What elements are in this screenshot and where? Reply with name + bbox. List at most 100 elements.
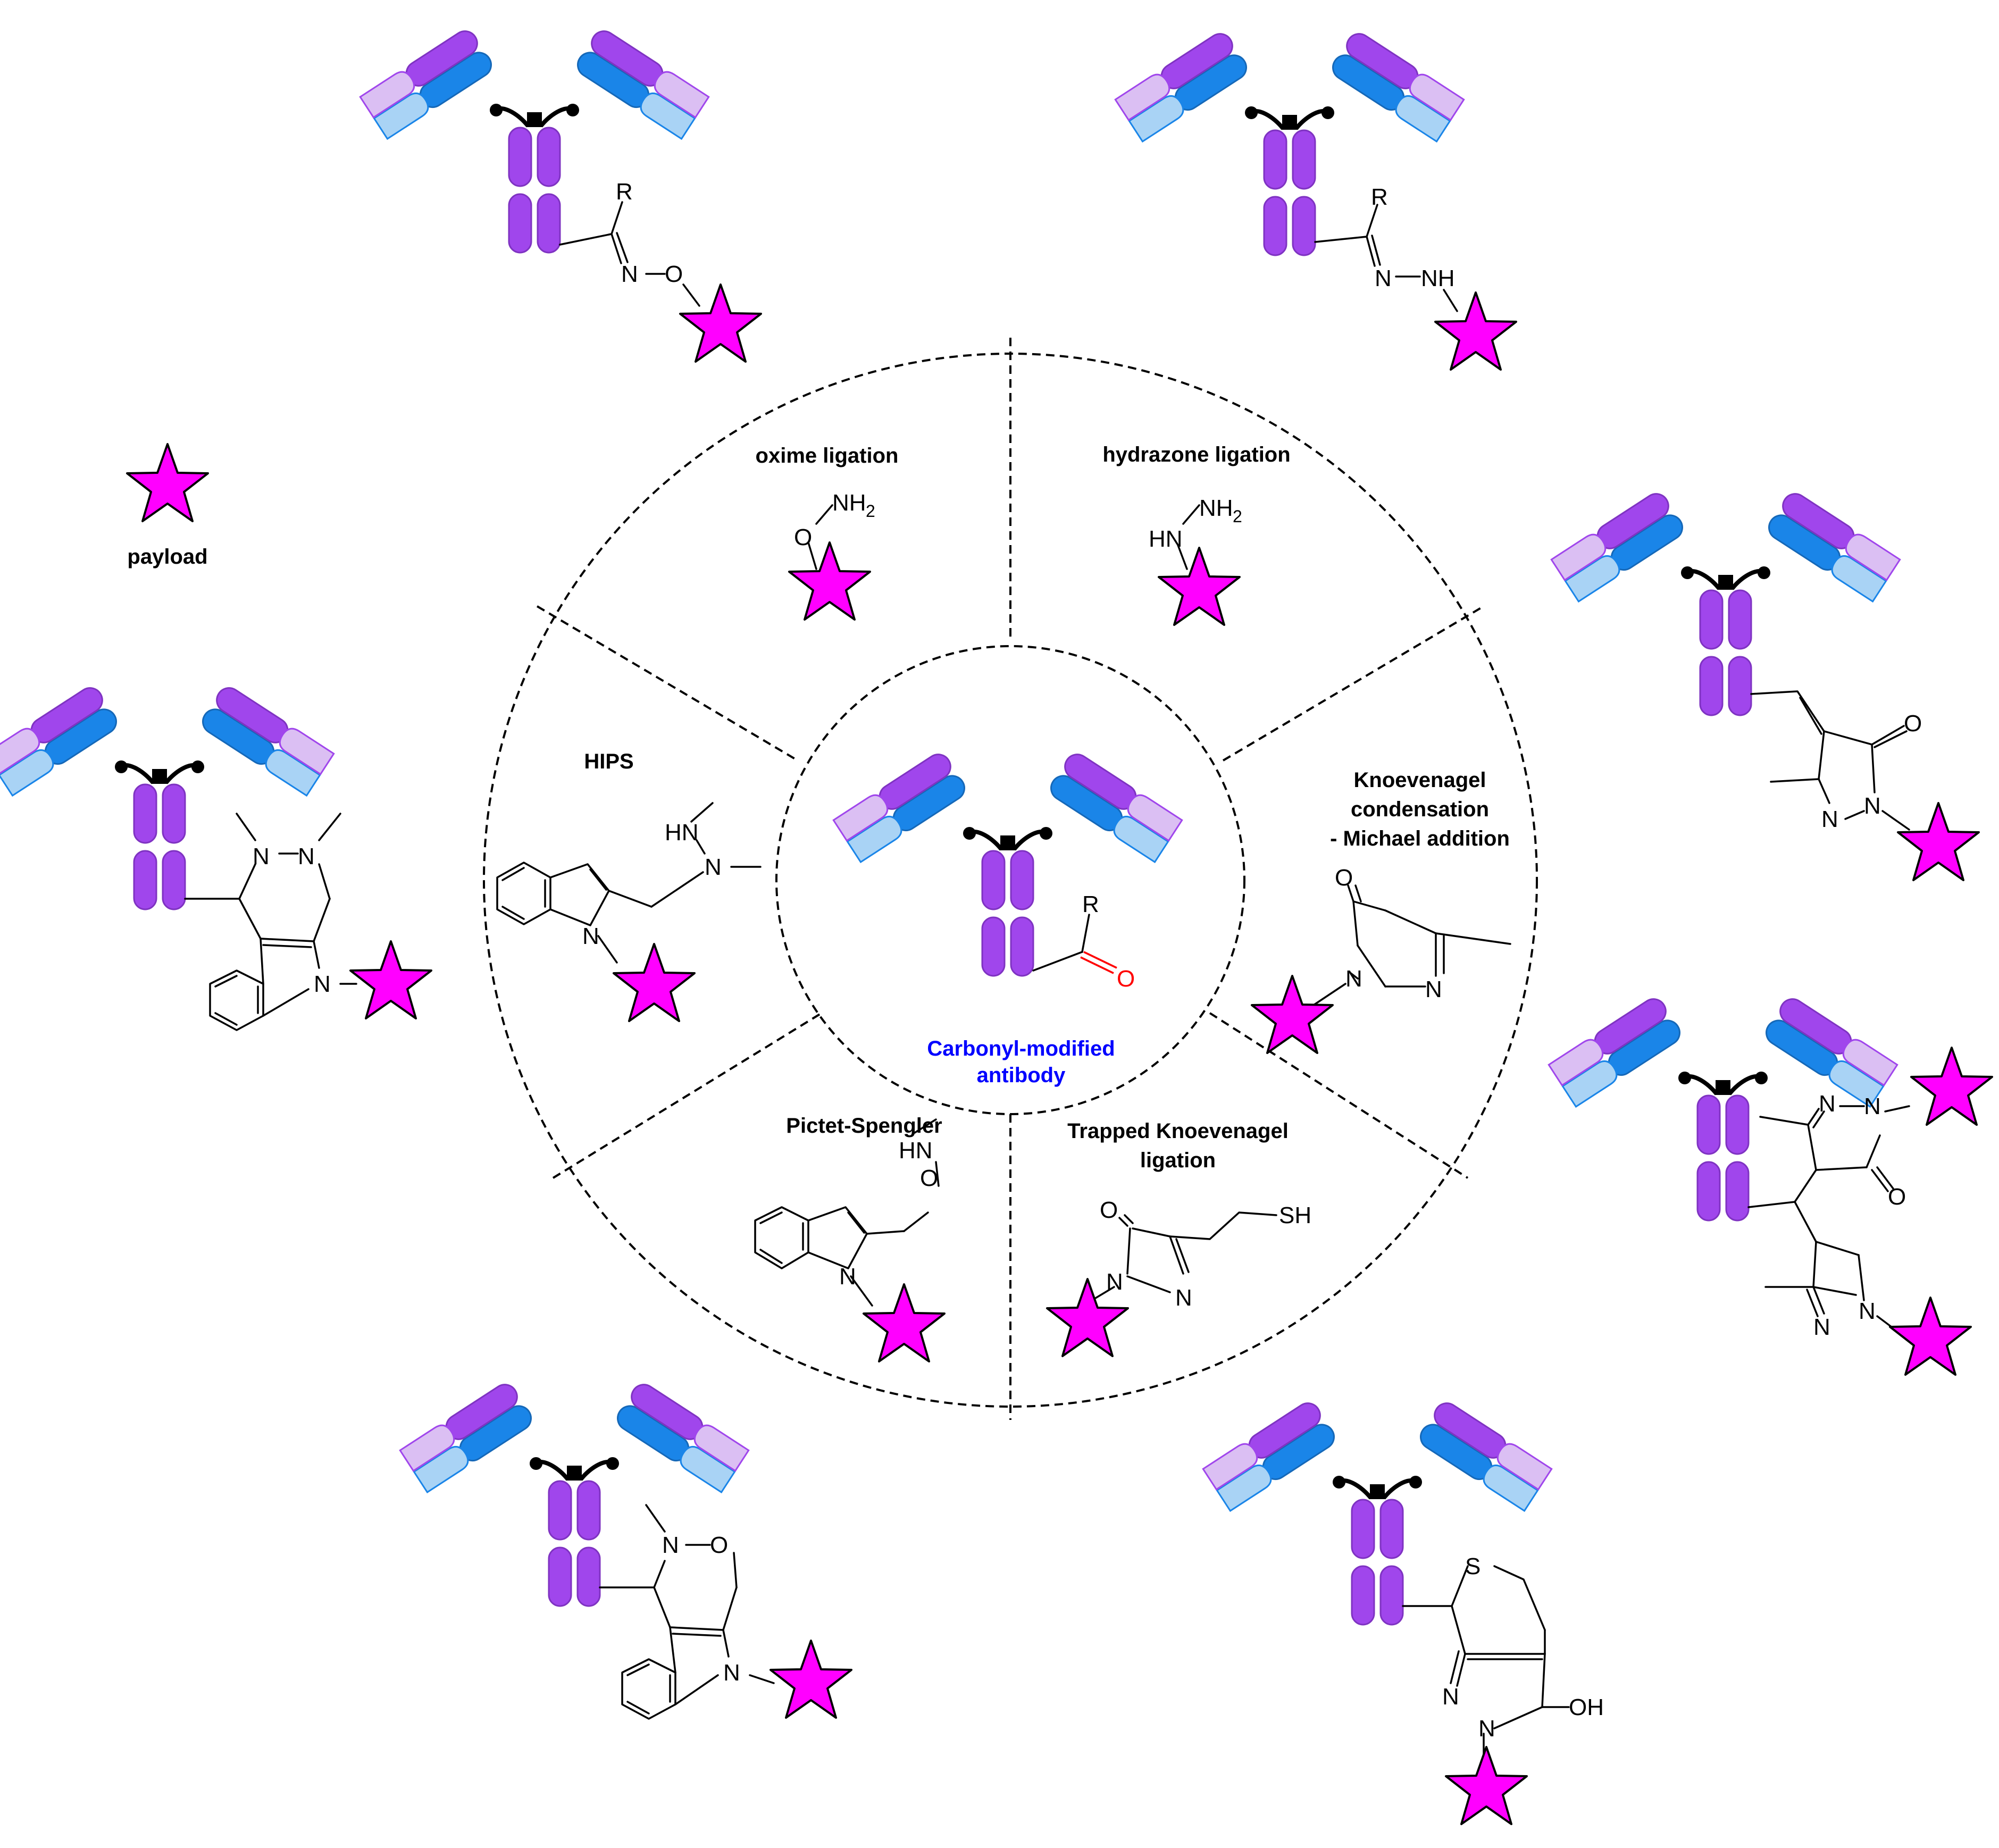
payload-star-icon bbox=[613, 943, 696, 1022]
atom-n: N bbox=[621, 261, 638, 287]
center-antibody: R O Carbonyl-modified antibody bbox=[833, 750, 1182, 1087]
hips-n: N bbox=[705, 854, 722, 880]
payload-star-icon bbox=[788, 541, 871, 621]
conjugate-hips: N N N bbox=[0, 683, 432, 1031]
divider-lower-left bbox=[552, 1012, 823, 1179]
subscript: 2 bbox=[866, 501, 875, 521]
hips-label: HIPS bbox=[584, 750, 633, 773]
knoev-n2: N bbox=[1425, 976, 1442, 1002]
hips-indole-n: N bbox=[582, 923, 599, 949]
reaction-wheel bbox=[483, 338, 1538, 1420]
atom-n: N bbox=[1478, 1716, 1495, 1742]
payload-star-icon bbox=[1434, 291, 1517, 371]
atom-o: O bbox=[710, 1532, 728, 1558]
atom-n: N bbox=[1864, 1093, 1881, 1119]
atom-n: N bbox=[1864, 793, 1881, 819]
hydrazone-reagent-nh: NH bbox=[1199, 495, 1233, 521]
center-label-line1: Carbonyl-modified bbox=[927, 1037, 1115, 1060]
trapped-o: O bbox=[1100, 1197, 1118, 1223]
payload-star-icon bbox=[349, 940, 432, 1019]
sector-hips: HIPS HN N N bbox=[496, 750, 762, 1022]
pictet-label: Pictet-Spengler bbox=[786, 1114, 942, 1138]
payload-star-icon bbox=[770, 1640, 852, 1719]
sector-oxime: oxime ligation O NH 2 bbox=[756, 444, 899, 621]
atom-n: N bbox=[723, 1660, 740, 1686]
trapped-sh: SH bbox=[1279, 1202, 1311, 1228]
antibody-icon bbox=[0, 683, 334, 909]
trapped-line2: ligation bbox=[1140, 1149, 1216, 1172]
hydrazone-label: hydrazone ligation bbox=[1102, 443, 1290, 466]
antibody-icon bbox=[1115, 29, 1463, 255]
oxime-reagent-nh: NH bbox=[832, 490, 866, 516]
atom-o: O bbox=[1888, 1184, 1906, 1210]
sector-trapped: Trapped Knoevenagel ligation O N N SH bbox=[1046, 1119, 1311, 1357]
conjugate-michael: N N O N N bbox=[1549, 994, 1993, 1376]
atom-n: N bbox=[1819, 1091, 1836, 1117]
atom-r: R bbox=[1371, 184, 1388, 210]
payload-star-icon bbox=[1158, 547, 1241, 626]
pictet-hn: HN bbox=[899, 1138, 933, 1164]
atom-s: S bbox=[1465, 1553, 1481, 1579]
atom-n: N bbox=[1821, 806, 1838, 832]
divider-lower-right bbox=[1209, 1012, 1469, 1179]
sector-pictet: Pictet-Spengler O HN N bbox=[754, 1114, 946, 1362]
conjugate-trapped: S N N OH bbox=[1203, 1399, 1604, 1825]
atom-o-red: O bbox=[1117, 966, 1135, 992]
conjugate-pictet: N O N bbox=[400, 1380, 852, 1720]
antibody-icon bbox=[360, 27, 708, 253]
antibody-icon bbox=[1203, 1399, 1551, 1625]
divider-upper-right bbox=[1222, 605, 1485, 762]
knoevenagel-line2: condensation bbox=[1351, 798, 1489, 821]
sector-hydrazone: hydrazone ligation HN NH 2 bbox=[1102, 443, 1291, 626]
atom-r: R bbox=[616, 179, 633, 205]
payload-star-icon bbox=[1897, 802, 1980, 881]
atom-nh: NH bbox=[1421, 265, 1455, 291]
sector-knoevenagel: Knoevenagel condensation - Michael addit… bbox=[1251, 768, 1511, 1054]
conjugate-knoevenagel: O N N bbox=[1551, 489, 1980, 881]
payload-star-icon bbox=[863, 1283, 946, 1362]
atom-n: N bbox=[298, 843, 315, 869]
center-label-line2: antibody bbox=[977, 1064, 1066, 1087]
pictet-o: O bbox=[920, 1165, 938, 1191]
trapped-line1: Trapped Knoevenagel bbox=[1067, 1119, 1289, 1143]
knoevenagel-line1: Knoevenagel bbox=[1354, 768, 1486, 792]
pictet-n: N bbox=[839, 1264, 856, 1290]
payload-star-icon bbox=[1889, 1297, 1972, 1376]
oxime-reagent-o: O bbox=[794, 524, 812, 550]
indole-ring bbox=[754, 1118, 940, 1307]
trapped-n1: N bbox=[1106, 1269, 1123, 1295]
conjugate-hydrazone: R N NH bbox=[1115, 29, 1517, 371]
payload-star-icon bbox=[1251, 975, 1334, 1054]
atom-n: N bbox=[1813, 1314, 1830, 1340]
atom-n: N bbox=[253, 843, 270, 869]
atom-o: O bbox=[1904, 710, 1922, 737]
payload-label: payload bbox=[127, 545, 207, 568]
knoev-o: O bbox=[1335, 865, 1353, 891]
payload-star-icon bbox=[1445, 1746, 1528, 1825]
atom-oh: OH bbox=[1569, 1694, 1604, 1720]
antibody-icon bbox=[400, 1380, 748, 1606]
subscript: 2 bbox=[1233, 507, 1242, 526]
trapped-n2: N bbox=[1175, 1285, 1192, 1311]
atom-n: N bbox=[314, 971, 331, 997]
knoev-n1: N bbox=[1345, 966, 1362, 992]
antibody-icon bbox=[1551, 489, 1900, 715]
atom-n: N bbox=[1859, 1298, 1876, 1324]
atom-n: N bbox=[1375, 265, 1392, 291]
hydrazone-reagent-hn: HN bbox=[1149, 526, 1183, 552]
conjugate-oxime: R N O bbox=[360, 27, 762, 363]
payload-legend: payload bbox=[126, 443, 209, 568]
payload-star-icon bbox=[126, 443, 209, 522]
atom-r: R bbox=[1082, 891, 1099, 917]
antibody-icon bbox=[1549, 994, 1897, 1220]
atom-n: N bbox=[1442, 1684, 1459, 1710]
oxime-label: oxime ligation bbox=[756, 444, 899, 467]
payload-star-icon bbox=[1910, 1047, 1993, 1126]
indole-ring bbox=[496, 802, 762, 964]
hips-hn: HN bbox=[665, 820, 699, 846]
antibody-icon bbox=[833, 750, 1182, 976]
knoevenagel-line3: - Michael addition bbox=[1330, 827, 1510, 850]
atom-n: N bbox=[662, 1532, 679, 1558]
divider-upper-left bbox=[536, 605, 799, 762]
